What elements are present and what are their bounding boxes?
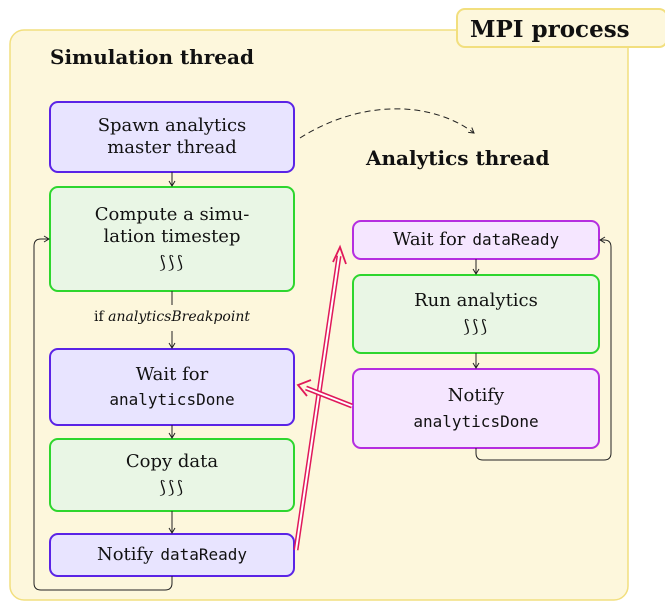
- wait-analyticsdone-label: Wait for analyticsDone: [50, 349, 294, 425]
- ana-notify-code: analyticsDone: [413, 411, 539, 431]
- simulation-thread-title: Simulation thread: [50, 45, 254, 69]
- run-analytics-label: Run analytics ⟆⟆⟆: [353, 275, 599, 353]
- notify-text: Notify: [96, 543, 154, 565]
- copy-line1: Copy data: [125, 451, 219, 473]
- ana-notify-line1: Notify: [447, 385, 505, 407]
- analytics-loop-arrow: [475, 236, 612, 461]
- compute-label: Compute a simu- lation timestep ⟆⟆⟆: [50, 187, 294, 291]
- run-wavy-icon: ⟆⟆⟆: [463, 316, 489, 337]
- wait-line1: Wait for: [135, 363, 209, 385]
- compute-line2: lation timestep: [103, 226, 241, 248]
- compute-wavy-icon: ⟆⟆⟆: [159, 252, 185, 273]
- mpi-process-title: MPI process: [470, 16, 630, 43]
- run-line1: Run analytics: [414, 290, 538, 312]
- spawn-dashed-arrow: [299, 108, 475, 139]
- simulation-loop-arrow: [33, 235, 173, 591]
- copy-data-label: Copy data ⟆⟆⟆: [50, 439, 294, 511]
- sync-arrow-dataready: [293, 244, 347, 551]
- compute-line1: Compute a simu-: [94, 203, 250, 225]
- copy-wavy-icon: ⟆⟆⟆: [159, 477, 185, 498]
- condition-label: if analyticsBreakpoint: [50, 309, 294, 325]
- wait-code: analyticsDone: [109, 390, 235, 410]
- notify-code: dataReady: [160, 545, 248, 564]
- notify-analyticsdone-label: Notify analyticsDone: [353, 369, 599, 448]
- spawn-line2: master thread: [107, 137, 237, 158]
- spawn-line1: Spawn analytics: [97, 114, 247, 136]
- notify-dataready-label: Notify dataReady: [50, 534, 294, 576]
- ana-wait-code: dataReady: [472, 230, 560, 249]
- sync-arrow-analyticsdone: [296, 379, 353, 409]
- mpi-process-title-tab: MPI process: [456, 8, 665, 48]
- analytics-thread-title: Analytics thread: [366, 146, 550, 170]
- spawn-label: Spawn analytics master thread: [50, 102, 294, 172]
- condition-variable: analyticsBreakpoint: [108, 309, 250, 325]
- wait-dataready-label: Wait for dataReady: [353, 221, 599, 259]
- ana-wait-text: Wait for: [392, 228, 466, 250]
- condition-prefix: if: [94, 309, 104, 325]
